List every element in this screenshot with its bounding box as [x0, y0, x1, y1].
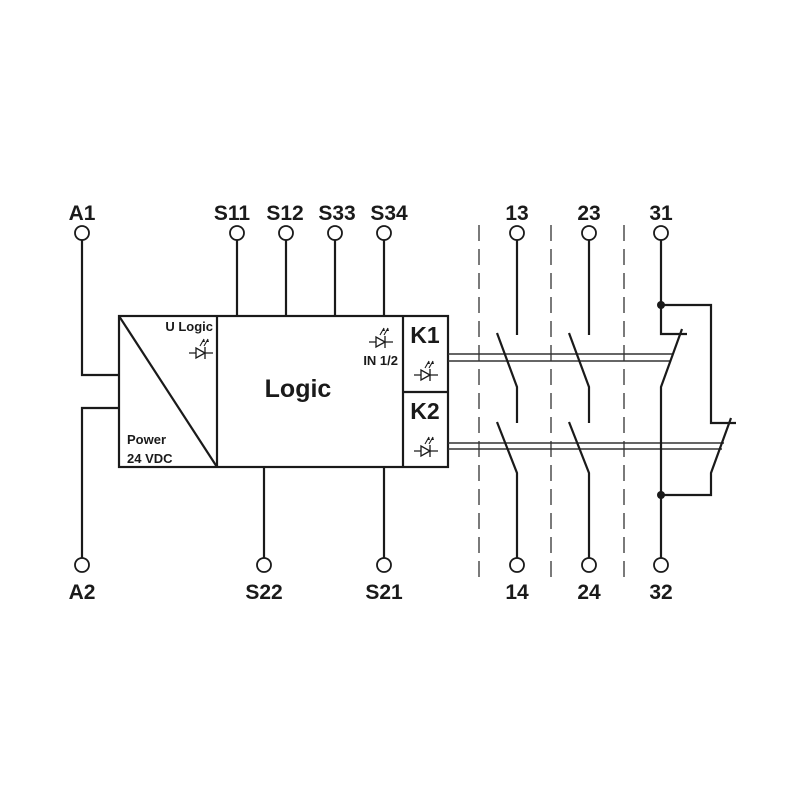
terminal-circles: [74, 225, 669, 573]
terminal-13[interactable]: [509, 225, 525, 241]
k1-label: K1: [410, 322, 440, 348]
led-icon: [413, 436, 439, 458]
logic-label: Logic: [265, 375, 332, 403]
terminal-a1[interactable]: [74, 225, 90, 241]
terminal-s21[interactable]: [376, 557, 392, 573]
k2-label: K2: [410, 398, 439, 424]
led-icon: [413, 360, 439, 382]
wire-a1: [80, 240, 119, 377]
terminal-23[interactable]: [581, 225, 597, 241]
label-s21: S21: [365, 581, 403, 604]
label-a1: A1: [69, 202, 96, 225]
terminal-32[interactable]: [653, 557, 669, 573]
contact-13-14: [495, 240, 519, 558]
terminal-s34[interactable]: [376, 225, 392, 241]
label-s33: S33: [318, 202, 355, 225]
label-23: 23: [577, 202, 600, 225]
u-logic-label: U Logic: [165, 319, 213, 334]
terminal-s12[interactable]: [278, 225, 294, 241]
label-14: 14: [505, 581, 529, 604]
contact-23-24: [567, 240, 591, 558]
label-s22: S22: [245, 581, 282, 604]
terminal-s22[interactable]: [256, 557, 272, 573]
label-31: 31: [649, 202, 673, 225]
led-icon: [368, 327, 394, 349]
terminal-s33[interactable]: [327, 225, 343, 241]
terminal-14[interactable]: [509, 557, 525, 573]
label-s12: S12: [266, 202, 303, 225]
terminal-31[interactable]: [653, 225, 669, 241]
label-a2: A2: [69, 581, 96, 604]
contact-31-32: [657, 240, 736, 558]
terminal-24[interactable]: [581, 557, 597, 573]
label-s11: S11: [214, 202, 251, 225]
power-voltage-label: 24 VDC: [127, 451, 173, 466]
terminal-a2[interactable]: [74, 557, 90, 573]
label-32: 32: [649, 581, 672, 604]
terminal-s11[interactable]: [229, 225, 245, 241]
label-s34: S34: [370, 202, 408, 225]
in-led-label: IN 1/2: [363, 353, 398, 368]
label-13: 13: [505, 202, 528, 225]
led-icon: [188, 338, 214, 360]
label-24: 24: [577, 581, 601, 604]
wire-a2: [80, 406, 119, 558]
power-diagonal: [118, 315, 218, 468]
power-label: Power: [127, 432, 166, 447]
